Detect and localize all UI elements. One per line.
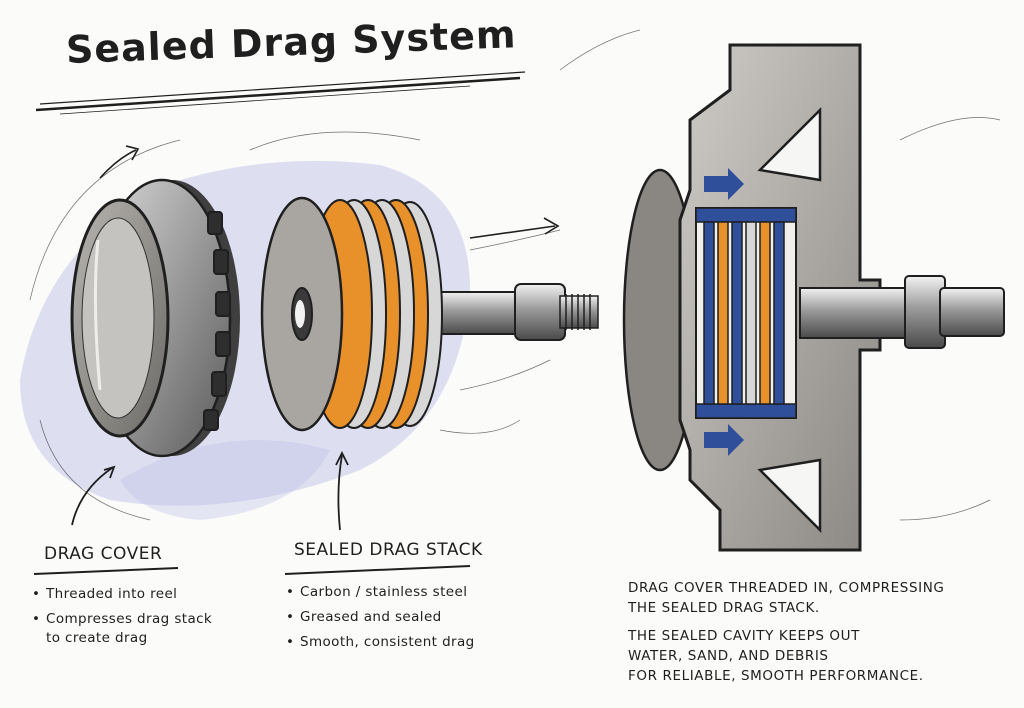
drag-stack [260,196,599,432]
list-item: •Carbon / stainless steel [286,584,468,600]
list-item: •Greased and sealed [286,609,442,625]
note-line: WATER, SAND, AND DEBRIS [628,648,829,664]
curved-arrow-icon [71,465,116,526]
drag-cover-heading: Drag Cover [44,544,163,564]
note-line: THE SEALED CAVITY KEEPS OUT [628,628,860,644]
list-item: •Compresses drag stack [32,611,213,627]
flow-arrow-icon [704,424,744,456]
list-item: •Threaded into reel [32,586,178,602]
motion-lines [29,29,1001,521]
curved-arrow-icon [99,145,140,179]
list-item: •Smooth, consistent drag [286,634,475,650]
title-underline [35,71,526,115]
curved-arrow-icon [469,217,560,239]
cutaway-assembly [622,43,1005,552]
note-line: FOR RELIABLE, SMOOTH PERFORMANCE. [628,668,924,684]
drag-cover-bullets: •Threaded into reel •Compresses drag sta… [32,586,252,655]
drag-stack-heading: Sealed Drag Stack [294,540,483,560]
note-line: DRAG COVER THREADED IN, COMPRESSING [628,580,945,596]
flow-arrow-icon [704,168,744,200]
drag-stack-bullets: •Carbon / stainless steel •Greased and s… [286,584,546,659]
assembly-notes: DRAG COVER THREADED IN, COMPRESSING THE … [628,578,1008,694]
label-underline [33,565,471,575]
curved-arrow-icon [335,450,349,531]
drag-cover [70,178,240,458]
list-item: to create drag [46,630,148,646]
note-line: THE SEALED DRAG STACK. [628,600,820,616]
